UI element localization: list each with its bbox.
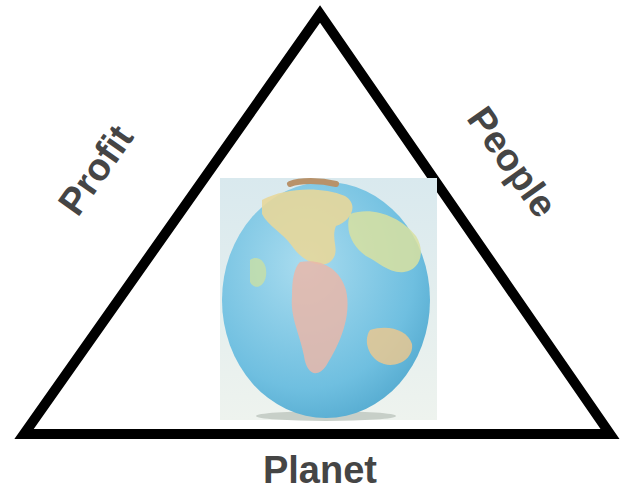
- triangle-outline: [24, 14, 610, 434]
- side-label: Profit: [52, 119, 140, 222]
- globe-picture: [220, 178, 437, 421]
- base-label: Planet: [263, 451, 377, 489]
- side-label: People: [461, 100, 564, 224]
